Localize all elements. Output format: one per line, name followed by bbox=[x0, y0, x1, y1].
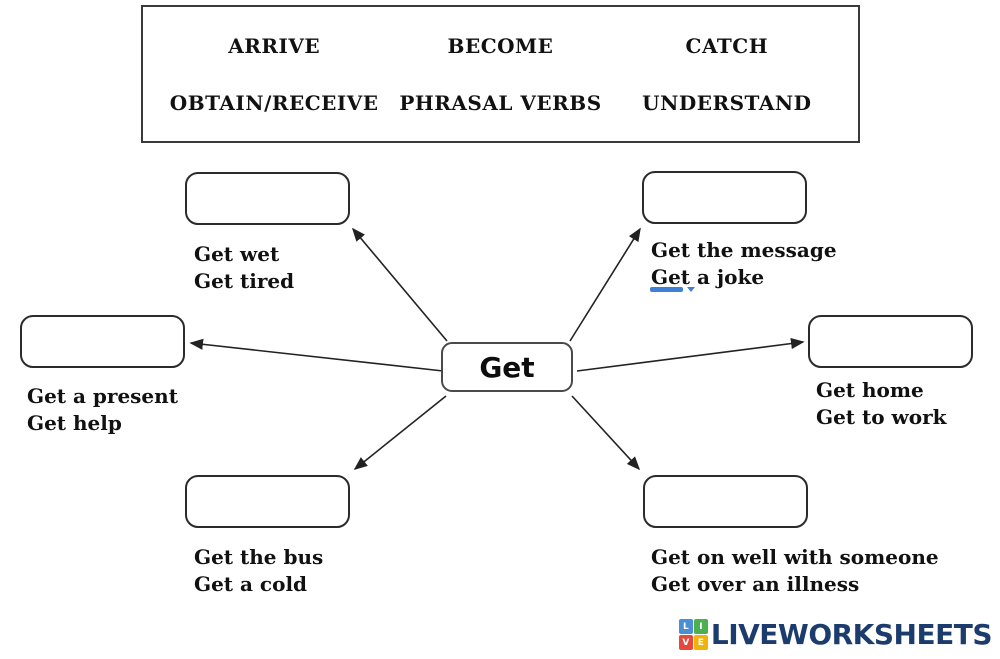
example-line: Get a joke bbox=[651, 265, 765, 289]
example-line: Get a cold bbox=[194, 572, 308, 596]
word-bank-item-become: BECOME bbox=[447, 33, 554, 58]
examples-middle-right: Get home Get to work bbox=[816, 377, 947, 431]
word-bank-item-obtain-receive: OBTAIN/RECEIVE bbox=[169, 90, 379, 115]
arrow-line-bottom-left bbox=[353, 395, 447, 471]
word-bank-item-phrasal-verbs: PHRASAL VERBS bbox=[399, 90, 602, 115]
example-line: Get help bbox=[27, 411, 122, 435]
dropdown-marker[interactable] bbox=[650, 286, 698, 296]
word-bank: ARRIVE BECOME CATCH OBTAIN/RECEIVE PHRAS… bbox=[141, 5, 860, 143]
example-line: Get a present bbox=[27, 384, 178, 408]
example-line: Get on well with someone bbox=[651, 545, 939, 569]
example-line: Get the message bbox=[651, 238, 837, 262]
word-bank-item-catch: CATCH bbox=[685, 33, 769, 58]
logo-tile-v: V bbox=[678, 635, 693, 650]
examples-bottom-right: Get on well with someone Get over an ill… bbox=[651, 544, 939, 598]
arrow-line-middle-left bbox=[189, 338, 444, 372]
examples-top-left: Get wet Get tired bbox=[194, 241, 294, 295]
answer-box-middle-right[interactable] bbox=[808, 315, 973, 368]
logo-tile-l: L bbox=[678, 619, 693, 634]
answer-box-top-right[interactable] bbox=[642, 171, 807, 224]
example-line: Get over an illness bbox=[651, 572, 860, 596]
liveworksheets-logo: L I V E LIVEWORKSHEETS bbox=[678, 618, 993, 651]
arrow-line-bottom-right bbox=[571, 395, 641, 471]
arrow-line-top-right bbox=[569, 227, 641, 342]
answer-box-bottom-right[interactable] bbox=[643, 475, 808, 528]
example-line: Get the bus bbox=[194, 545, 324, 569]
chevron-down-icon bbox=[687, 287, 695, 292]
dropdown-bar-icon bbox=[650, 287, 683, 292]
example-line: Get home bbox=[816, 378, 924, 402]
answer-box-middle-left[interactable] bbox=[20, 315, 185, 368]
answer-box-bottom-left[interactable] bbox=[185, 475, 350, 528]
logo-tile-i: I bbox=[693, 619, 708, 634]
examples-middle-left: Get a present Get help bbox=[27, 383, 178, 437]
examples-top-right: Get the message Get a joke bbox=[651, 237, 837, 291]
arrow-line-top-left bbox=[351, 227, 448, 342]
answer-box-top-left[interactable] bbox=[185, 172, 350, 225]
word-bank-item-arrive: ARRIVE bbox=[228, 33, 321, 58]
arrow-line-middle-right bbox=[576, 337, 805, 372]
logo-tiles-icon: L I V E bbox=[678, 619, 708, 650]
examples-bottom-left: Get the bus Get a cold bbox=[194, 544, 323, 598]
logo-tile-e: E bbox=[693, 635, 708, 650]
center-node-get: Get bbox=[441, 342, 573, 392]
example-line: Get wet bbox=[194, 242, 280, 266]
word-bank-item-understand: UNDERSTAND bbox=[642, 90, 812, 115]
example-line: Get to work bbox=[816, 405, 947, 429]
example-line: Get tired bbox=[194, 269, 295, 293]
brand-text: LIVEWORKSHEETS bbox=[710, 618, 993, 651]
